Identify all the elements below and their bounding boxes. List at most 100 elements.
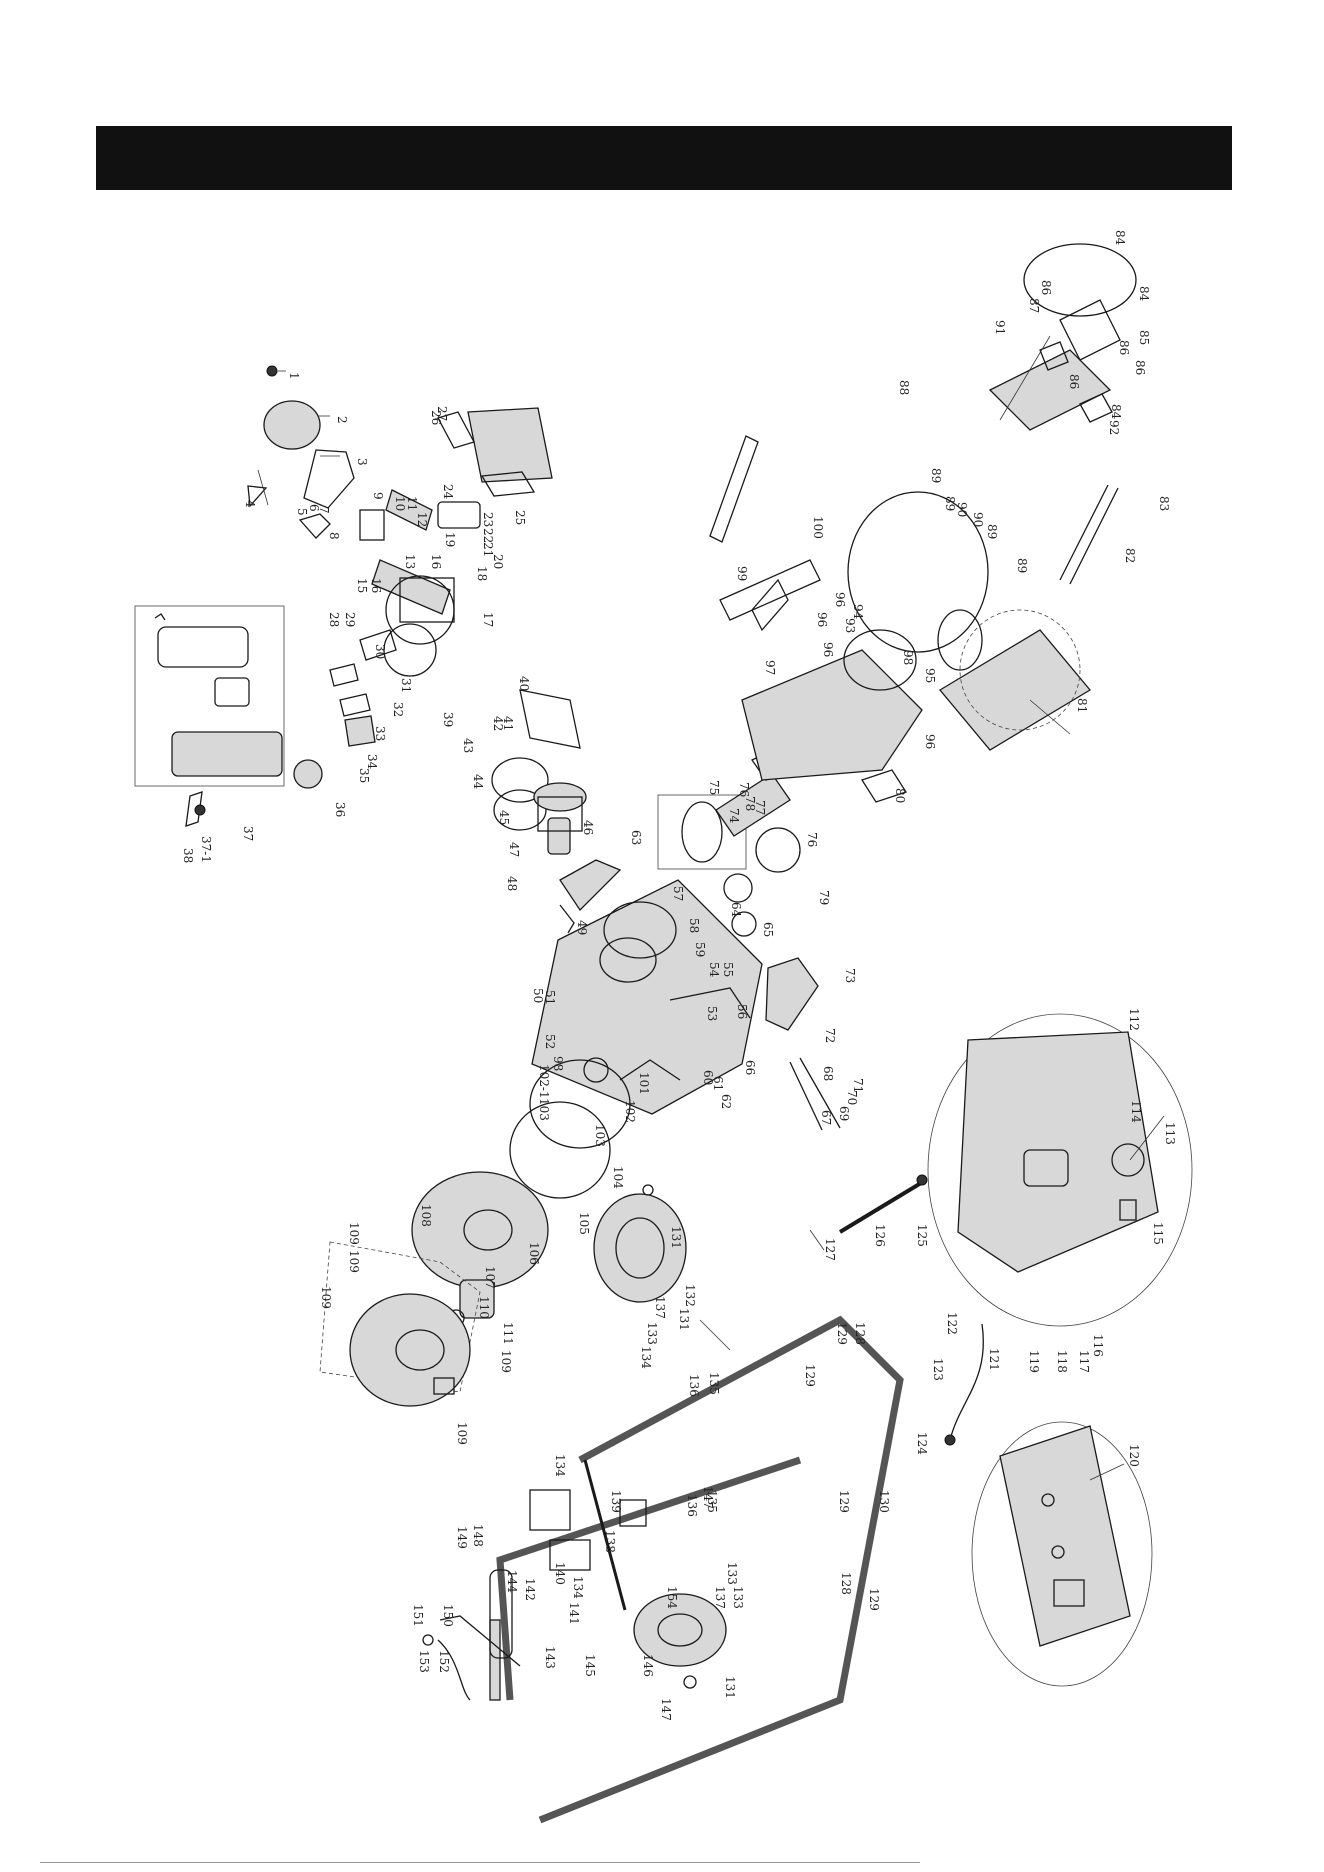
label-90: 90 bbox=[955, 502, 969, 517]
label-146: 146 bbox=[641, 1654, 655, 1677]
label-105: 105 bbox=[577, 1212, 591, 1235]
label-84b: 84 bbox=[1137, 286, 1151, 302]
label-125: 125 bbox=[915, 1224, 929, 1247]
label-30: 30 bbox=[373, 644, 387, 659]
label-57: 57 bbox=[671, 886, 685, 901]
label-24: 24 bbox=[441, 484, 455, 500]
label-61: 61 bbox=[711, 1076, 725, 1091]
label-97: 97 bbox=[763, 660, 777, 675]
label-95: 95 bbox=[923, 668, 937, 683]
label-29: 29 bbox=[343, 612, 357, 627]
label-89d: 89 bbox=[1015, 558, 1029, 573]
footer-rule bbox=[40, 1862, 920, 1863]
label-48: 48 bbox=[505, 876, 519, 891]
label-63: 63 bbox=[629, 830, 643, 845]
label-12: 12 bbox=[415, 512, 429, 527]
label-76: 76 bbox=[737, 782, 751, 797]
label-53: 53 bbox=[705, 1006, 719, 1021]
label-86d: 86 bbox=[1067, 374, 1081, 389]
label-150: 150 bbox=[441, 1604, 455, 1627]
label-99: 99 bbox=[735, 566, 749, 581]
label-91: 91 bbox=[993, 320, 1007, 335]
label-100: 100 bbox=[811, 516, 825, 539]
label-103b: 103 bbox=[593, 1124, 607, 1147]
label-135b: 135 bbox=[705, 1490, 719, 1513]
label-5: 5 bbox=[295, 508, 309, 516]
label-115: 115 bbox=[1151, 1222, 1165, 1245]
label-38: 38 bbox=[181, 848, 195, 863]
label-129b: 129 bbox=[803, 1364, 817, 1387]
label-74: 74 bbox=[727, 808, 741, 824]
label-33: 33 bbox=[373, 726, 387, 741]
label-62: 62 bbox=[719, 1094, 733, 1109]
label-131b: 131 bbox=[677, 1308, 691, 1331]
label-136b: 136 bbox=[685, 1494, 699, 1517]
label-46: 46 bbox=[581, 820, 595, 835]
label-96: 96 bbox=[833, 592, 847, 607]
label-135: 135 bbox=[707, 1372, 721, 1395]
air-filter-inset bbox=[134, 605, 285, 787]
label-109d: 109 bbox=[499, 1350, 513, 1373]
frame bbox=[489, 1315, 904, 1824]
label-89: 89 bbox=[929, 468, 943, 483]
label-19: 19 bbox=[443, 532, 457, 547]
label-76b: 76 bbox=[805, 832, 819, 847]
label-31: 31 bbox=[399, 678, 413, 693]
label-68: 68 bbox=[821, 1066, 835, 1081]
label-36: 36 bbox=[333, 802, 347, 817]
label-22: 22 bbox=[481, 528, 495, 543]
label-127: 127 bbox=[823, 1238, 837, 1261]
label-86: 86 bbox=[1039, 280, 1053, 295]
label-123: 123 bbox=[931, 1358, 945, 1381]
label-54: 54 bbox=[707, 962, 721, 978]
piston-conrod bbox=[533, 782, 622, 934]
label-67: 67 bbox=[819, 1110, 833, 1125]
label-96b: 96 bbox=[815, 612, 829, 627]
label-84: 84 bbox=[1113, 230, 1127, 246]
label-49: 49 bbox=[575, 920, 589, 935]
label-71: 71 bbox=[851, 1078, 865, 1093]
label-72: 72 bbox=[823, 1028, 837, 1043]
fuel-tank bbox=[927, 1013, 1193, 1327]
label-79: 79 bbox=[817, 890, 831, 905]
label-69: 69 bbox=[837, 1106, 851, 1121]
label-27: 27 bbox=[435, 406, 449, 421]
label-45: 45 bbox=[497, 810, 511, 825]
label-25: 25 bbox=[513, 510, 527, 525]
label-133: 133 bbox=[645, 1322, 659, 1345]
label-108: 108 bbox=[419, 1204, 433, 1227]
label-7: 7 bbox=[317, 506, 331, 514]
label-109: 109 bbox=[347, 1222, 361, 1245]
label-121: 121 bbox=[987, 1348, 1001, 1371]
label-136: 136 bbox=[687, 1374, 701, 1397]
label-96c: 96 bbox=[821, 642, 835, 657]
label-132: 132 bbox=[683, 1284, 697, 1307]
label-119: 119 bbox=[1027, 1350, 1041, 1373]
label-1: 1 bbox=[287, 372, 301, 380]
label-59: 59 bbox=[693, 942, 707, 957]
label-86c: 86 bbox=[1133, 360, 1147, 375]
label-112: 112 bbox=[1127, 1008, 1141, 1031]
label-56: 56 bbox=[735, 1004, 749, 1019]
label-144: 144 bbox=[505, 1570, 519, 1593]
label-109e: 109 bbox=[455, 1422, 469, 1445]
label-142: 142 bbox=[523, 1578, 537, 1601]
label-16b: 16 bbox=[429, 554, 443, 569]
label-113: 113 bbox=[1163, 1122, 1177, 1145]
crankcase bbox=[531, 879, 763, 1115]
label-21: 21 bbox=[481, 542, 495, 557]
label-39: 39 bbox=[441, 712, 455, 727]
label-138: 138 bbox=[603, 1530, 617, 1553]
label-128: 128 bbox=[853, 1322, 867, 1345]
label-2: 2 bbox=[335, 416, 349, 424]
label-60: 60 bbox=[701, 1070, 715, 1085]
label-32: 32 bbox=[391, 702, 405, 717]
label-102: 102 bbox=[623, 1100, 637, 1123]
label-102-1: 102-1 bbox=[537, 1064, 551, 1099]
label-55: 55 bbox=[721, 962, 735, 977]
label-84c: 84 bbox=[1109, 404, 1123, 420]
leaders bbox=[278, 335, 1165, 1481]
label-111: 111 bbox=[501, 1322, 515, 1345]
label-10: 10 bbox=[393, 496, 407, 511]
label-94: 94 bbox=[851, 604, 865, 620]
